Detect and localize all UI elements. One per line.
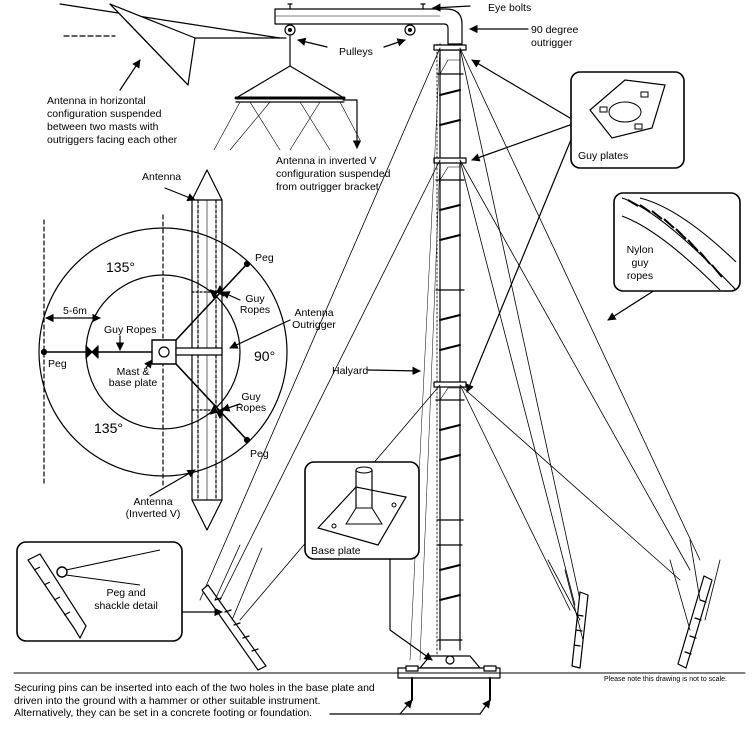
label-nylon-3: ropes bbox=[626, 270, 654, 282]
label-nylon-1: Nylon bbox=[626, 244, 654, 256]
plan-label-outrigger-1: Antenna bbox=[294, 307, 334, 319]
plan-label-guy-ropes-upper-2: Ropes bbox=[239, 304, 271, 316]
scale-note: Please note this drawing is not to scale… bbox=[604, 676, 727, 683]
peg-icon bbox=[27, 553, 87, 640]
label-horizontal-3: between two masts with bbox=[47, 121, 159, 133]
caption-line-1: Securing pins can be inserted into each … bbox=[14, 682, 375, 694]
antenna-inverted-v-shape bbox=[213, 34, 361, 151]
plan-label-guy-ropes-lower-1: Guy bbox=[241, 391, 261, 403]
guy-plates-box bbox=[570, 71, 685, 169]
plan-label-outrigger-2: Outrigger bbox=[292, 319, 336, 331]
plan-label-peg-left: Peg bbox=[48, 358, 67, 370]
caption-line-3: Alternatively, they can be set in a conc… bbox=[14, 707, 313, 719]
label-pulleys: Pulleys bbox=[339, 46, 373, 58]
label-guy-plates: Guy plates bbox=[578, 150, 629, 162]
outrigger-bracket bbox=[274, 8, 463, 45]
plan-label-antenna-inverted-2: (Inverted V) bbox=[125, 508, 181, 520]
antenna-horizontal-shape bbox=[109, 3, 196, 86]
antenna-wire-horizontal bbox=[59, 3, 281, 39]
plan-label-guy-ropes-upper-1: Guy bbox=[245, 293, 265, 305]
label-inverted-v-1: Antenna in inverted V bbox=[276, 155, 377, 167]
label-inverted-v-3: from outrigger bracket bbox=[276, 181, 379, 193]
plan-label-guy-ropes-lower-2: Ropes bbox=[235, 402, 267, 414]
nylon-ropes-box bbox=[613, 192, 741, 292]
label-outrigger-1: 90 degree bbox=[531, 24, 579, 36]
label-nylon-2: guy bbox=[631, 257, 649, 269]
label-horizontal-2: configuration suspended bbox=[47, 108, 162, 120]
eye-bolt-icon bbox=[287, 3, 426, 10]
caption-line-2: driven into the ground with a hammer or … bbox=[14, 694, 321, 707]
label-horizontal-4: outriggers facing each other bbox=[47, 134, 178, 146]
plan-label-peg-bottom: Peg bbox=[250, 448, 269, 460]
label-horizontal-1: Antenna in horizontal bbox=[47, 95, 146, 107]
caption: Securing pins can be inserted into each … bbox=[14, 682, 434, 720]
plan-label-angle-bottom: 135° bbox=[94, 420, 123, 436]
plan-label-antenna: Antenna bbox=[142, 171, 182, 183]
label-peg-shackle-1: Peg and bbox=[106, 587, 146, 599]
peg-shackle-box bbox=[16, 541, 183, 642]
mast bbox=[397, 43, 501, 701]
label-inverted-v-2: configuration suspended bbox=[276, 168, 391, 180]
plan-label-mast-base-1: Mast & bbox=[116, 366, 150, 378]
plan-label-guy-ropes-left: Guy Ropes bbox=[104, 324, 157, 336]
peg-anchor-middle bbox=[547, 559, 589, 669]
plan-label-peg-top: Peg bbox=[255, 252, 274, 264]
pulley-icon bbox=[284, 24, 416, 36]
base-plate-box bbox=[304, 461, 420, 560]
label-halyard: Halyard bbox=[332, 365, 369, 377]
label-base-plate: Base plate bbox=[311, 545, 361, 557]
plan-label-mast-base-2: base plate bbox=[108, 377, 158, 389]
peg-anchor-left bbox=[201, 544, 267, 671]
plan-view bbox=[38, 169, 291, 531]
peg-anchor-right bbox=[669, 539, 721, 669]
plan-label-angle-top: 135° bbox=[106, 259, 135, 275]
label-eye-bolts: Eye bolts bbox=[488, 2, 532, 14]
plan-label-antenna-inverted-1: Antenna bbox=[133, 496, 173, 508]
plan-label-angle-right: 90° bbox=[254, 348, 276, 364]
label-peg-shackle-2: shackle detail bbox=[94, 600, 158, 612]
label-outrigger-2: outrigger bbox=[531, 37, 573, 49]
plan-label-distance: 5-6m bbox=[63, 305, 87, 317]
